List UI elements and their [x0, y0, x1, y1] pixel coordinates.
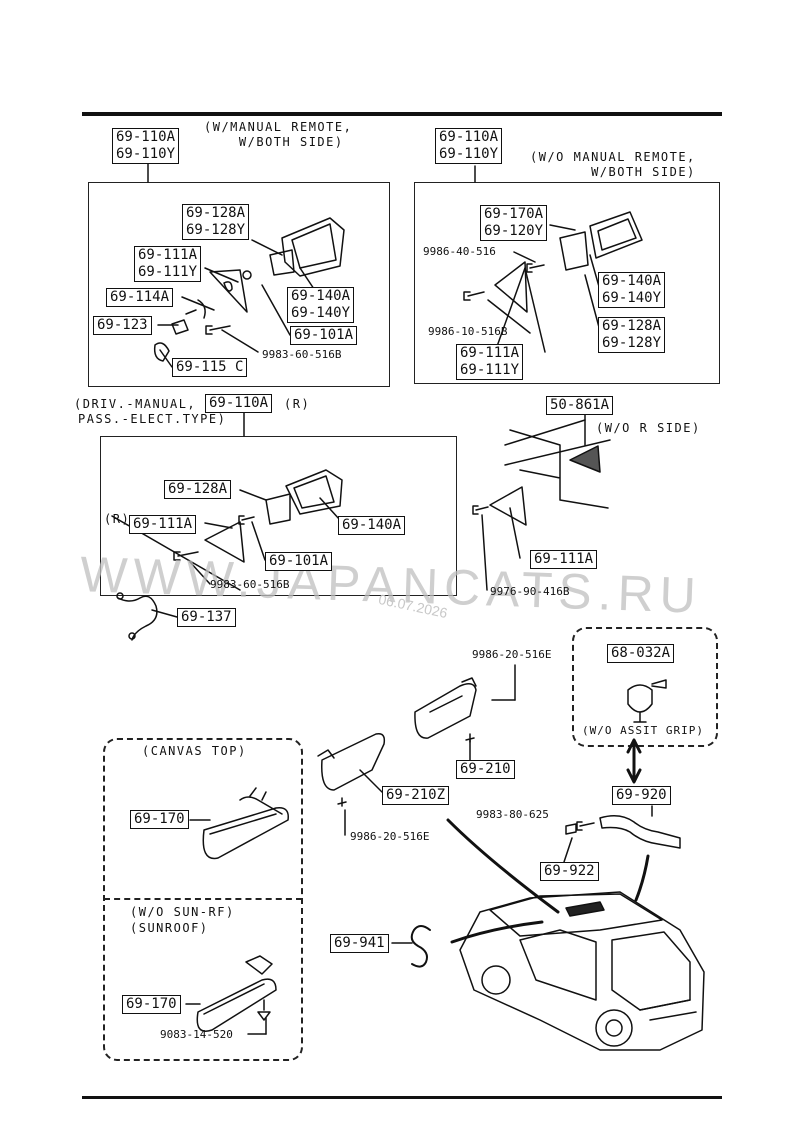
ref-9983-80-625: 9983-80-625 — [476, 808, 549, 821]
ref-9983-60-516b-driv: 9983-60-516B — [210, 578, 290, 591]
callout-69-101a: 69-101A — [290, 326, 358, 345]
callout-69-210z: 69-210Z — [382, 786, 450, 805]
wo-manual-remote-frame — [414, 182, 720, 384]
callout-69-111a-rside: 69-111A — [530, 550, 598, 569]
callout-69-114a: 69-114A — [106, 288, 174, 307]
note-pass-elect: PASS.-ELECT.TYPE) — [78, 412, 227, 426]
ref-9986-10-516b: 9986-10-516B — [428, 325, 508, 338]
note-driv-r: (R) — [284, 397, 311, 411]
bottom-rule — [82, 1096, 722, 1099]
note-driv-manual: (DRIV.-MANUAL, — [74, 397, 197, 411]
ref-9986-20-516e-left: 9986-20-516E — [350, 830, 430, 843]
driv-manual-frame — [100, 436, 457, 596]
callout-69-941: 69-941 — [330, 934, 389, 953]
part-box-69-110a-driv: 69-110A — [205, 394, 273, 413]
note-sunroof: (SUNROOF) — [130, 921, 209, 935]
note-wo-sunrf: (W/O SUN-RF) — [130, 905, 235, 919]
note-wo-assist-grip: (W/O ASSIT GRIP) — [582, 724, 704, 737]
callout-69-128a-driv: 69-128A — [164, 480, 232, 499]
ref-9083-14-520: 9083-14-520 — [160, 1028, 233, 1041]
callout-69-115c: 69-115 C — [172, 358, 248, 377]
callout-69-137: 69-137 — [177, 608, 236, 627]
ref-9976-90-416b: 9976-90-416B — [490, 585, 570, 598]
callout-69-123: 69-123 — [93, 316, 152, 335]
note-wo-r-side: (W/O R SIDE) — [596, 421, 701, 435]
inner-mirror-divider — [104, 898, 302, 900]
manual-remote-frame — [88, 182, 390, 387]
top-rule — [82, 112, 722, 116]
callout-69-101a-driv: 69-101A — [265, 552, 333, 571]
ref-9986-20-516e-top: 9986-20-516E — [472, 648, 552, 661]
ref-9986-40-516: 9986-40-516 — [423, 245, 496, 258]
callout-50-861a: 50-861A — [546, 396, 614, 415]
callout-69-920: 69-920 — [612, 786, 671, 805]
callout-69-210: 69-210 — [456, 760, 515, 779]
assist-grip-dashed-frame — [572, 627, 718, 747]
callout-69-922: 69-922 — [540, 862, 599, 881]
note-manual-remote: (W/MANUAL REMOTE, W/BOTH SIDE) — [204, 120, 353, 149]
callout-69-140a-driv: 69-140A — [338, 516, 406, 535]
callout-69-111a-driv: 69-111A — [129, 515, 197, 534]
label-r: (R) — [104, 512, 131, 526]
callout-69-170-canvas: 69-170 — [130, 810, 189, 829]
ref-9983-60-516b: 9983-60-516B — [262, 348, 342, 361]
callout-68-032a: 68-032A — [607, 644, 675, 663]
callout-69-170-sunroof: 69-170 — [122, 995, 181, 1014]
note-wo-manual-remote: (W/O MANUAL REMOTE, W/BOTH SIDE) — [530, 150, 696, 179]
note-canvas-top: (CANVAS TOP) — [142, 744, 247, 758]
